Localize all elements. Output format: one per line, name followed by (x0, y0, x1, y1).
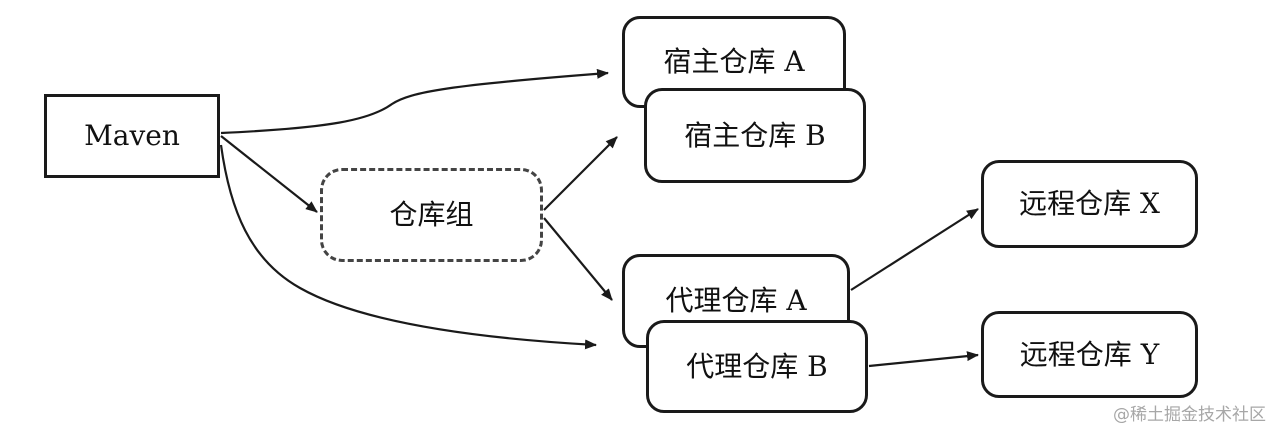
edge-maven-to-group (220, 135, 318, 213)
host-repository-a-label: 宿主仓库 A (663, 45, 805, 78)
edge-proxy-b-to-remote-y (868, 351, 979, 368)
edge-proxy-a-to-remote-x (850, 208, 979, 291)
remote-repository-x-node: 远程仓库 X (981, 160, 1198, 248)
remote-repository-y-node: 远程仓库 Y (981, 311, 1198, 398)
repository-group-node: 仓库组 (320, 168, 543, 262)
edge-maven-to-host-a (220, 68, 609, 135)
remote-repository-y-label: 远程仓库 Y (1019, 337, 1160, 371)
maven-node: Maven (44, 94, 220, 178)
edge-group-to-proxy-a (543, 217, 613, 301)
proxy-repository-b-label: 代理仓库 B (686, 349, 828, 383)
maven-label: Maven (84, 119, 180, 152)
host-repository-b-node: 宿主仓库 B (644, 88, 866, 183)
edge-group-to-host-b (543, 136, 618, 211)
edge-maven-to-proxy-b (219, 144, 597, 350)
proxy-repository-b-node: 代理仓库 B (646, 320, 868, 413)
proxy-repository-a-label: 代理仓库 A (665, 284, 807, 317)
remote-repository-x-label: 远程仓库 X (1019, 187, 1160, 220)
host-repository-b-label: 宿主仓库 B (684, 118, 826, 152)
watermark: @稀土掘金技术社区 (1113, 405, 1266, 425)
repository-group-label: 仓库组 (389, 198, 474, 231)
